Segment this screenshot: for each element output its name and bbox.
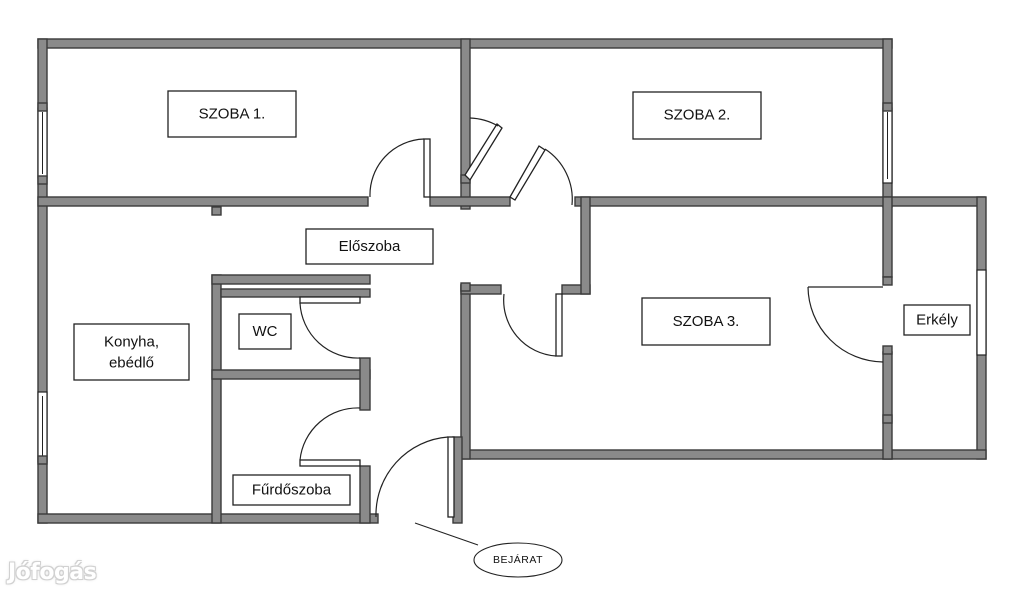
svg-text:ebédlő: ebédlő xyxy=(109,355,154,372)
label-szoba1: SZOBA 1. xyxy=(167,90,297,138)
windows xyxy=(37,107,987,463)
label-erkely: Erkély xyxy=(903,304,971,336)
wall-kitchen-partition xyxy=(211,274,222,524)
door-erkely xyxy=(807,286,884,363)
wall-under-szoba2 xyxy=(574,196,986,207)
door-szoba3-hall xyxy=(555,293,563,357)
wall-under-szoba1-right xyxy=(429,196,511,207)
wall-under-szoba1-left xyxy=(37,196,369,207)
wall-bottom-left xyxy=(37,513,379,524)
door-wc xyxy=(299,296,361,304)
door-szoba1 xyxy=(423,138,431,198)
wall-bath-right-mid xyxy=(359,357,371,411)
svg-text:SZOBA 3.: SZOBA 3. xyxy=(673,313,740,330)
wall-bath-right-low xyxy=(359,465,371,524)
label-konyha: Konyha, ebédlő xyxy=(73,323,190,381)
svg-text:Előszoba: Előszoba xyxy=(339,238,401,255)
door-szoba2-right xyxy=(509,145,546,201)
room-labels: SZOBA 1. SZOBA 2. Előszoba WC Konyha, eb… xyxy=(73,90,971,506)
wall-szoba3-erkely-upper xyxy=(882,196,893,278)
label-eloszoba: Előszoba xyxy=(305,228,434,265)
wall-szoba1-szoba2 xyxy=(460,38,471,210)
doors xyxy=(299,117,884,518)
label-szoba2: SZOBA 2. xyxy=(632,91,762,140)
wall-wc-bath xyxy=(211,369,371,380)
window-erkely xyxy=(976,269,987,356)
entrance-bubble xyxy=(473,542,563,578)
label-furdoszoba: Fűrdőszoba xyxy=(232,474,351,506)
wall-szoba3-erkely-lower xyxy=(882,351,893,460)
svg-text:Konyha,: Konyha, xyxy=(104,334,159,351)
label-wc: WC xyxy=(238,313,292,350)
entrance-marker: BEJÁRAT xyxy=(414,522,563,578)
door-szoba2-left xyxy=(464,123,503,182)
wall-szoba3-bottom xyxy=(460,449,893,460)
wall-wc-top xyxy=(211,274,371,285)
svg-text:WC: WC xyxy=(253,323,278,340)
wall-wc-top-inner xyxy=(220,288,371,298)
wall-szoba3-left-upper xyxy=(460,284,471,460)
svg-text:SZOBA 2.: SZOBA 2. xyxy=(664,107,731,124)
entrance-label: BEJÁRAT xyxy=(493,553,543,566)
door-entrance xyxy=(447,436,455,518)
label-szoba3: SZOBA 3. xyxy=(641,297,771,346)
svg-text:SZOBA 1.: SZOBA 1. xyxy=(199,106,266,123)
wall-szoba3-notch-vertical xyxy=(580,196,591,295)
svg-text:Fűrdőszoba: Fűrdőszoba xyxy=(252,482,332,499)
door-furdoszoba xyxy=(299,459,361,467)
jofogas-logo: Jófogás xyxy=(8,560,97,585)
svg-text:Erkély: Erkély xyxy=(916,312,958,329)
wall-balcony-bottom xyxy=(882,449,987,460)
